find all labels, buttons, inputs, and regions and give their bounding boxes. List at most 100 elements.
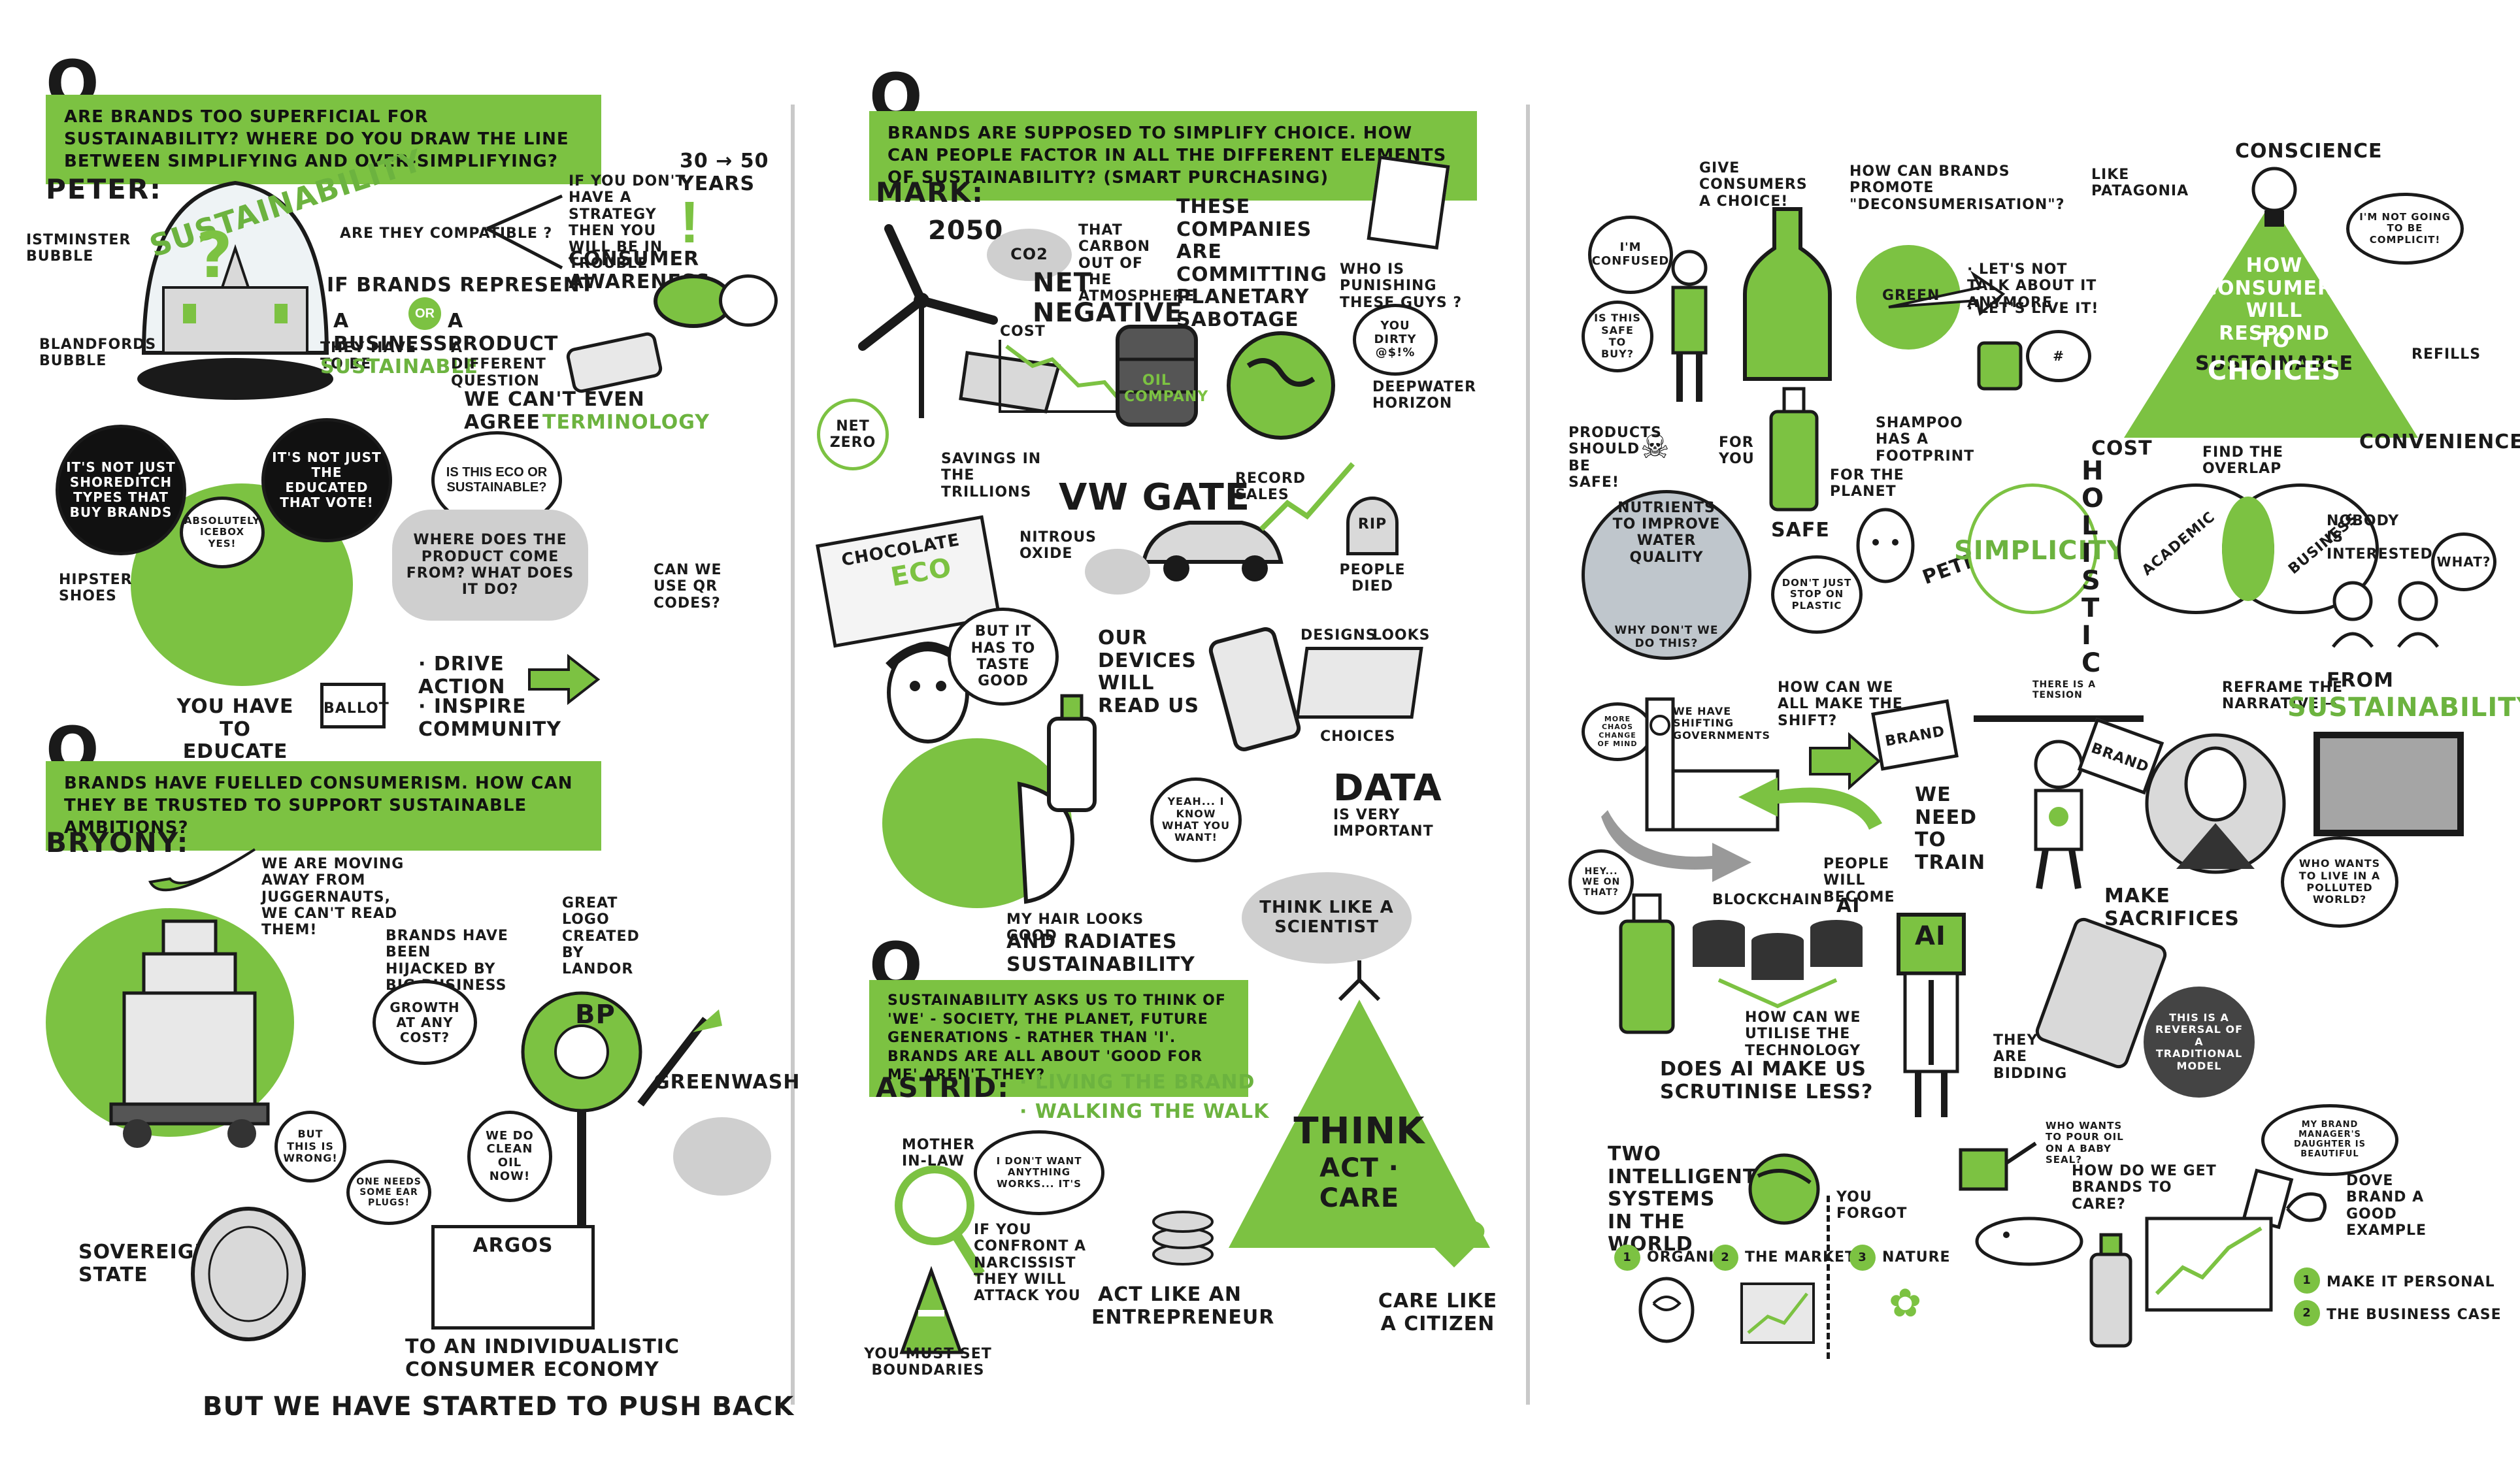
confused-bubble: I'M CONFUSED — [1588, 216, 1673, 294]
bp-logo-label: bp — [575, 1000, 616, 1030]
speaker-astrid: ASTRID: — [876, 1071, 1010, 1103]
baby-seal-icon — [1975, 1217, 2083, 1266]
savings-label: SAVINGS IN THE TRILLIONS — [941, 451, 1042, 500]
refill-jar-icon — [1977, 341, 2023, 391]
consumer-awareness-label: CONSUMER AWARENESS — [569, 248, 710, 293]
from-label: FROM — [2327, 669, 2394, 692]
question-banner: Are brands too superficial for sustainab… — [46, 95, 601, 185]
the-market-label: THE MARKET — [1745, 1249, 1856, 1266]
dont-want-bubble: I DON'T WANT ANYTHING WORKS... IT'S — [974, 1130, 1104, 1215]
lets-live-label: · LET'S LIVE IT! — [1967, 301, 2099, 317]
people-become-label: PEOPLE WILL BECOME — [1823, 856, 1895, 906]
bidding-label: THEY ARE BIDDING — [1993, 1032, 2068, 1082]
deepwater-label: DEEPWATER HORIZON — [1372, 379, 1477, 412]
mother-in-law-label: MOTHER IN-LAW — [902, 1137, 975, 1170]
exhaust-cloud — [1085, 549, 1150, 595]
nature-label: NATURE — [1882, 1249, 1951, 1266]
blandfords-bubble-label: BLANDFORDS BUBBLE — [39, 336, 157, 370]
map-icon — [1295, 647, 1423, 719]
ai-robot-icon — [1897, 913, 1966, 1117]
radiates-label: AND RADIATES SUSTAINABILITY — [1006, 930, 1195, 976]
people-died-label: PEOPLE DIED — [1339, 562, 1406, 595]
holistic-label: HOLISTIC — [2081, 456, 2105, 678]
coins-stack-icon — [1152, 1211, 1214, 1266]
lightbulb-icon — [2251, 167, 2297, 227]
cycle-arrows-icon — [1601, 777, 1882, 882]
net-negative-label: NET NEGATIVE — [1033, 268, 1183, 328]
devices-label: OUR DEVICES WILL READ US — [1098, 627, 1200, 717]
num-1-right: 1 — [2294, 1267, 2320, 1294]
smoke-cloud — [673, 1117, 771, 1196]
make-personal-label: MAKE IT PERSONAL — [2327, 1274, 2495, 1290]
think-label: THINK — [1293, 1110, 1425, 1152]
brain-head-icon — [1638, 1277, 1695, 1343]
nutrients-circle: NUTRIENTS TO IMPROVE WATER QUALITY WHY D… — [1582, 490, 1751, 660]
istminster-bubble-label: ISTMINSTER BUBBLE — [26, 232, 131, 265]
who-punishing-label: WHO IS PUNISHING THESE GUYS ? — [1340, 261, 1463, 311]
reversal-bubble: THIS IS A REVERSAL OF A TRADITIONAL MODE… — [2144, 987, 2255, 1098]
simplicity-circle — [1967, 483, 2098, 614]
designs-label: DESIGNS — [1301, 627, 1377, 644]
dove-icon — [2285, 1192, 2327, 1222]
ai-label: AI — [1836, 894, 1861, 917]
money-man-card — [1367, 155, 1450, 250]
find-overlap-label: FIND THE OVERLAP — [2202, 444, 2283, 478]
oil-company-label: OIL COMPANY — [1124, 372, 1209, 406]
lamp-icon — [1338, 960, 1381, 1002]
earth-icon — [1227, 331, 1335, 440]
ringing-bottle-icon — [2089, 1233, 2132, 1348]
how-brands-promote-label: HOW CAN BRANDS PROMOTE "DECONSUMERISATIO… — [1849, 163, 2065, 213]
co2-note-label: THAT CARBON OUT OF THE ATMOSPHERE — [1078, 222, 1195, 305]
oil-can-icon — [1959, 1141, 2037, 1191]
brand-manager-bubble: MY BRAND MANAGER'S DAUGHTER IS BEAUTIFUL — [2261, 1104, 2398, 1176]
flower-icon: ✿ — [1889, 1281, 1922, 1325]
inspire-community-label: · INSPIRE COMMUNITY — [418, 695, 562, 741]
how-consumers-label: HOW CONSUMERS WILL RESPOND — [2202, 254, 2348, 345]
record-sales-label: RECORD SALES — [1235, 470, 1306, 504]
sustainable-label: SUSTAINABLE — [2195, 351, 2353, 375]
globe-icon — [1748, 1153, 1820, 1225]
absolutely-bubble: ABSOLUTELY ICEBOX YES! — [180, 497, 265, 568]
ballot-box: BALLOT — [320, 683, 389, 728]
skull-icon: ☠ — [1640, 429, 1670, 465]
dove-brand-label: DOVE BRAND A GOOD EXAMPLE — [2346, 1173, 2427, 1239]
great-logo-label: GREAT LOGO CREATED BY LANDOR — [562, 895, 640, 978]
safe-label: SAFE — [1771, 519, 1830, 542]
business-case-chart-icon — [2145, 1217, 2273, 1312]
market-chart-icon — [1740, 1282, 1815, 1344]
nutrients-label: NUTRIENTS TO IMPROVE WATER QUALITY — [1612, 499, 1721, 566]
column-divider-right — [1526, 105, 1530, 1405]
no-strategy-label: IF YOU DON'T HAVE A STRATEGY THEN YOU WI… — [569, 173, 686, 272]
oil-barrel-icon — [1116, 325, 1198, 427]
co2-cloud: CO2 — [987, 229, 1072, 281]
to-sustainable-label: TO SUSTAINABLE — [2176, 329, 2372, 375]
venn-overlap — [2222, 497, 2274, 601]
choices-label: CHOICES — [2207, 356, 2342, 386]
sabotage-label: THESE COMPANIES ARE COMMITTING PLANETARY… — [1176, 195, 1327, 331]
greenwash-label: GREENWASH — [654, 1071, 801, 1094]
speaker-peter: PETER: — [46, 173, 162, 205]
convenience-label: CONVENIENCE — [2359, 431, 2520, 453]
how-brands-care-label: HOW DO WE GET BRANDS TO CARE? — [2072, 1163, 2217, 1213]
argos-store: ARGOS — [431, 1225, 595, 1330]
cost-label: COST — [1000, 323, 1046, 340]
question-banner: Brands have fuelled consumerism. How can… — [46, 761, 601, 851]
narcissist-label: IF YOU CONFRONT A NARCISSIST THEY WILL A… — [974, 1222, 1087, 1305]
blockchain-label: BLOCKCHAIN — [1712, 892, 1823, 908]
polluted-picture-frame — [2313, 732, 2464, 836]
yeah-knew-bubble: YEAH... I KNOW WHAT YOU WANT! — [1150, 777, 1242, 862]
lets-not-talk-label: · LET'S NOT TALK ABOUT IT ANYMORE — [1967, 261, 2097, 311]
sovereign-state-label: SOVEREIGN STATE — [78, 1241, 212, 1286]
brand-box-left: BRAND — [1871, 699, 1959, 771]
data-label: DATA — [1333, 767, 1442, 809]
push-back-label: BUT WE HAVE STARTED TO PUSH BACK — [203, 1392, 795, 1422]
moving-away-label: WE ARE MOVING AWAY FROM JUGGERNAUTS, WE … — [261, 856, 405, 939]
refills-label: REFILLS — [2412, 346, 2481, 363]
consumer-triangle — [2124, 203, 2418, 438]
is-safe-bubble: IS THIS SAFE TO BUY? — [1582, 301, 1653, 372]
cant-even-agree-label: WE CAN'T EVEN AGREE — [464, 388, 645, 434]
looks-label: LOOKS — [1372, 627, 1431, 644]
choices-label: CHOICES — [1320, 728, 1396, 745]
num-3: 3 — [1849, 1245, 1876, 1271]
question-mark-icon: ? — [196, 219, 233, 292]
